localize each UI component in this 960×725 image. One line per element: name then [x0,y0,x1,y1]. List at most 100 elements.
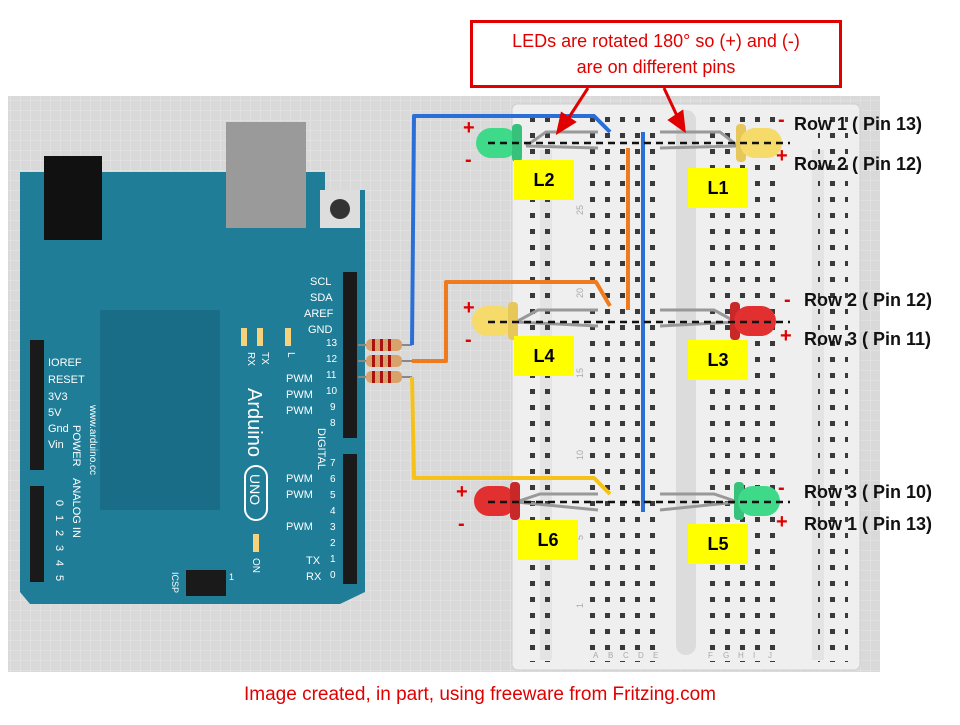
analog-pin-0: 0 [53,500,65,506]
column-letter: B [608,651,613,660]
analog-header [30,486,44,582]
reset-button [330,199,350,219]
pin-number-6: 6 [330,474,336,485]
plus-sign-L5: + [776,511,788,533]
callout-line-2: are on different pins [576,57,736,77]
row-number-5: 5 [575,535,585,540]
callout-line-1: LEDs are rotated 180° so (+) and (-) [512,31,800,51]
minus-sign-L3: - [784,289,791,311]
pin-number-4: 4 [330,506,336,517]
power-header [30,340,44,470]
column-letter: G [723,651,729,660]
breadboard: 25 20 15 10 5 1 A B C D E F G H I J [511,103,861,671]
column-letter: A [593,651,599,660]
row-label-l3-minus: Row 2 ( Pin 12) [804,290,933,310]
label-reset: RESET [48,374,85,386]
pin-number-0: 0 [330,570,336,581]
usb-connector [226,122,306,228]
label-analog-in: ANALOG IN [70,478,82,538]
pin-number-7: 7 [330,458,336,469]
footer-credit: Image created, in part, using freeware f… [243,684,717,705]
label-rx-led: RX [245,352,256,366]
label-digital: DIGITAL [315,428,327,470]
plus-sign-L2: + [463,117,475,139]
led-label-L4: L4 [514,336,574,376]
column-letter: E [653,651,658,660]
row-number-15: 15 [575,368,585,378]
label-tx-led: TX [259,352,270,365]
wire-blue-pin13 [410,114,612,346]
minus-sign-L6: - [458,513,465,535]
pin-number-11: 11 [326,370,337,381]
label-ioref: IOREF [48,357,82,369]
label-pwm: PWM [286,521,313,533]
label-tx: TX [306,555,321,567]
plus-sign-L3: + [780,325,792,347]
resistors [358,339,412,383]
label-rx: RX [306,571,322,583]
column-letters: A B C D E F G H I J [593,651,772,660]
row-number-25: 25 [575,205,585,215]
column-letter: J [768,651,772,660]
row-label-l1-minus: Row 1 ( Pin 13) [794,114,923,134]
led-label-L5: L5 [688,524,748,564]
label-pwm: PWM [286,389,313,401]
label-on-led: ON [250,558,261,573]
row-number-20: 20 [575,288,585,298]
label-icsp-pin-1: 1 [229,572,234,582]
minus-sign-L1: - [778,109,785,131]
label-gnd: GND [308,324,333,336]
minus-sign-L5: - [778,477,785,499]
plus-sign-L4: + [463,297,475,319]
label-5v: 5V [48,407,62,419]
analog-pin-1: 1 [53,515,65,521]
pin-number-2: 2 [330,538,336,549]
label-power: POWER [70,425,82,467]
label-pwm: PWM [286,373,313,385]
plus-sign-L6: + [456,481,468,503]
row-number-10: 10 [575,450,585,460]
row-label-l1-plus: Row 2 ( Pin 12) [794,154,923,174]
analog-pin-3: 3 [53,545,65,551]
label-l-led: L [285,352,296,358]
chip [100,310,220,510]
label-pwm: PWM [286,405,313,417]
row-label-l5-plus: Row 1 ( Pin 13) [804,514,933,534]
arduino-board: SCL SDA AREF GND PWM PWM PWM PWM PWM PWM… [20,122,365,604]
led-label-L6: L6 [518,520,578,560]
label-scl: SCL [310,276,331,288]
wire-orange-pin12 [412,280,612,363]
column-letter: I [753,651,755,660]
label-aref: AREF [304,308,334,320]
column-letter: D [638,651,644,660]
analog-pin-2: 2 [53,530,65,536]
digital-header-bottom [343,454,357,584]
led-label-L3: L3 [688,340,748,380]
label-icsp: ICSP [170,572,180,593]
analog-pin-4: 4 [53,560,65,566]
minus-sign-L2: - [465,149,472,171]
label-arduino: Arduino [243,388,265,457]
digital-header-top [343,272,357,438]
pin-number-8: 8 [330,418,336,429]
plus-sign-L1: + [776,145,788,167]
minus-sign-L4: - [465,329,472,351]
pin-number-5: 5 [330,490,336,501]
column-letter: F [708,651,713,660]
label-gnd-power: Gnd [48,423,69,435]
label-pwm: PWM [286,473,313,485]
label-sda: SDA [310,292,333,304]
power-jack [44,156,102,240]
row-label-l5-minus: Row 3 ( Pin 10) [804,482,933,502]
callout-arrows [555,87,686,136]
wires [410,114,645,512]
column-letter: C [623,651,629,660]
led-label-L1: L1 [688,168,748,208]
pin-number-12: 12 [326,354,338,365]
row-label-l3-plus: Row 3 ( Pin 11) [804,329,932,349]
callout-box: LEDs are rotated 180° so (+) and (-) are… [470,20,842,88]
analog-pin-5: 5 [53,575,65,581]
label-pwm: PWM [286,489,313,501]
